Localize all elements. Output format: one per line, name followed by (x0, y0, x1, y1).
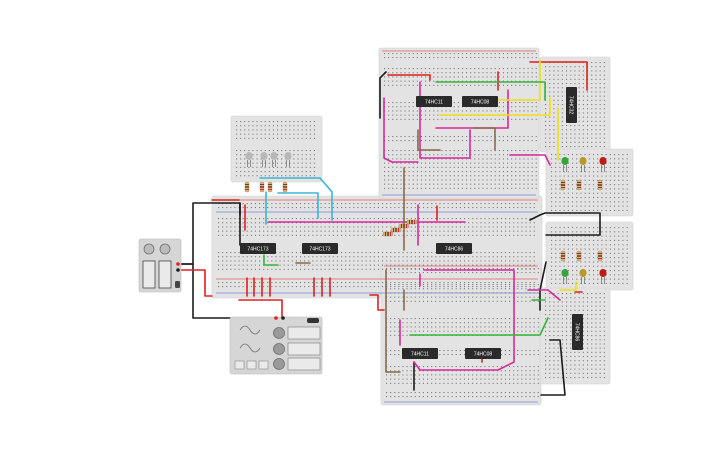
led-green-top[interactable] (561, 157, 569, 172)
led-amber-top[interactable] (579, 157, 587, 172)
triangle-wave-icon (239, 343, 261, 353)
chip-label: 74HC173 (309, 246, 330, 252)
wire-50[interactable] (259, 177, 333, 221)
resistor-out-top-0[interactable] (560, 179, 566, 191)
chip-u2[interactable]: 74HC08 (462, 96, 498, 107)
dial-0[interactable] (273, 327, 285, 339)
chip-label: 74HC08 (474, 351, 493, 357)
chip-u8[interactable]: 74HC11 (402, 348, 438, 359)
function-generator[interactable] (229, 316, 323, 375)
wire-21[interactable] (369, 294, 385, 311)
chip-label: 74HC32 (568, 96, 574, 115)
chip-u7[interactable]: 74HC86 (572, 314, 583, 350)
components (138, 152, 607, 375)
wire-19[interactable] (529, 61, 588, 91)
wire-5[interactable] (540, 339, 566, 396)
chip-u3[interactable]: 74HC32 (566, 87, 577, 123)
breadboard-holes (216, 50, 628, 403)
chips: 74HC11 74HC08 74HC32 74HC86 74HC173 74HC173 74… (240, 87, 583, 359)
led-amber-bottom[interactable] (579, 269, 587, 284)
chip-label: 74HC08 (471, 99, 490, 105)
dial-1[interactable] (273, 343, 285, 355)
wire-3[interactable] (379, 71, 387, 119)
chip-label: 74HC86 (574, 323, 580, 342)
wire-33[interactable] (527, 289, 561, 301)
chip-label: 74HC86 (445, 246, 464, 252)
resistor-diag-1[interactable] (390, 227, 402, 233)
wires (177, 59, 601, 396)
wire-39[interactable] (483, 59, 541, 101)
wire-32[interactable] (509, 154, 551, 166)
led-white-2[interactable] (260, 152, 268, 167)
chip-label: 74HC11 (425, 99, 443, 105)
breadboard-top[interactable] (378, 47, 540, 199)
wire-4[interactable] (529, 212, 601, 236)
wire-42[interactable] (263, 254, 279, 266)
waveform-button-0[interactable] (234, 360, 245, 370)
led-white-4[interactable] (284, 152, 292, 167)
wire-10[interactable] (238, 299, 283, 319)
wire-29[interactable] (435, 89, 509, 129)
sine-icon (239, 325, 261, 335)
wire-46[interactable] (473, 127, 496, 151)
waveform-button-1[interactable] (246, 360, 257, 370)
resistor-diag-0[interactable] (382, 231, 394, 237)
toggle-switch[interactable] (307, 318, 319, 323)
wire-40[interactable] (435, 81, 546, 101)
display-1 (287, 342, 321, 356)
wire-41[interactable] (409, 317, 549, 336)
led-white-1[interactable] (245, 152, 253, 167)
chip-u1[interactable]: 74HC11 (416, 96, 452, 107)
resistor-led-2[interactable] (267, 181, 273, 193)
dial-2[interactable] (273, 358, 285, 370)
power-supply[interactable] (138, 238, 182, 293)
wire-30[interactable] (413, 269, 515, 371)
resistor-out-top-2[interactable] (597, 179, 603, 191)
wire-36[interactable] (439, 97, 551, 116)
resistor-out-bottom-2[interactable] (597, 250, 603, 262)
wire-45[interactable] (417, 129, 441, 151)
chip-u4[interactable]: 74HC86 (436, 243, 472, 254)
resistor-led-3[interactable] (282, 181, 288, 193)
breadboard-right-mid-1[interactable] (545, 148, 634, 217)
chip-u5[interactable]: 74HC173 (240, 243, 276, 254)
resistor-out-bottom-1[interactable] (576, 250, 582, 262)
led-red-top[interactable] (599, 157, 607, 172)
waveform-button-2[interactable] (258, 360, 269, 370)
wire-51[interactable] (277, 192, 319, 219)
resistor-led-1[interactable] (259, 181, 265, 193)
display-2 (287, 357, 321, 371)
led-white-3[interactable] (270, 152, 278, 167)
chip-label: 74HC173 (247, 246, 268, 252)
led-red-bottom[interactable] (599, 269, 607, 284)
display-0 (287, 326, 321, 340)
resistor-out-top-1[interactable] (576, 179, 582, 191)
chip-u9[interactable]: 74HC08 (465, 348, 501, 359)
resistor-diag-2[interactable] (398, 223, 410, 229)
wire-18[interactable] (387, 74, 431, 81)
chip-label: 74HC11 (411, 351, 429, 357)
wire-8[interactable] (177, 269, 213, 297)
resistor-diag-3[interactable] (406, 219, 418, 225)
led-green-bottom[interactable] (561, 269, 569, 284)
wire-28[interactable] (383, 97, 419, 163)
wire-27[interactable] (419, 81, 471, 159)
breadboard-led-top[interactable] (230, 115, 323, 183)
chip-u6[interactable]: 74HC173 (302, 243, 338, 254)
wire-38[interactable] (559, 281, 577, 291)
wire-44[interactable] (385, 269, 401, 373)
resistor-led-0[interactable] (244, 181, 250, 193)
resistor-out-bottom-0[interactable] (560, 250, 566, 262)
